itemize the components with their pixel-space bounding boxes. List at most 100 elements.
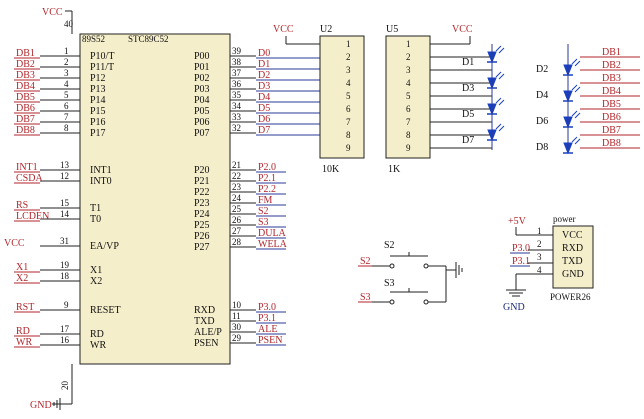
mcu-left-pin-number: 19 [60,260,70,270]
mcu-right-net-label: P2.0 [258,162,276,173]
mcu-left-net-label: X1 [16,262,28,273]
switch-s2-ref: S2 [384,240,395,251]
u5-pin-number: 6 [406,104,411,114]
mcu-right-pin-number: 36 [232,79,242,89]
mcu-right-pin-number: 26 [232,215,242,225]
u2-pin-number: 9 [346,143,351,153]
mcu-right-pin-number: 23 [232,182,242,192]
led-right-d6 [563,110,581,129]
mcu-left-pin-name: X2 [90,276,102,287]
mcu-left-pin-name: P17 [90,128,106,139]
mcu-right-net-label: PSEN [258,335,282,346]
mcu-right-pin-number: 38 [232,57,242,67]
mcu-left-pin-name: RD [90,329,104,340]
switch-s3-ref: S3 [384,278,395,289]
led-net-label: DB8 [602,138,621,149]
mcu-right-net-label: S2 [258,206,269,217]
mcu-right-pin-name: P00 [194,51,210,62]
mcu-right-pin-name: P02 [194,73,210,84]
mcu-part-label: 89S52 [82,34,105,44]
led-left-d1 [487,45,505,64]
switch-s3-net: S3 [360,292,371,303]
mcu-left-pin-name: INT1 [90,165,112,176]
led-net-label: DB4 [602,86,621,97]
mcu-right-net-label: DULA [258,228,287,239]
power-pin-number: 2 [537,239,542,249]
mcu-right-net-label: P3.1 [258,313,276,324]
mcu-right-pin-number: 30 [232,322,242,332]
mcu-left-pin-number: 9 [64,300,69,310]
power-pin-net: P3.1 [512,256,530,267]
u5-value: 1K [388,164,401,175]
mcu-right-pin-number: 11 [232,311,241,321]
mcu-right-net-label: D4 [258,92,270,103]
mcu-right-pin-number: 33 [232,112,242,122]
power-gnd-label: GND [503,302,525,313]
mcu-right-pin-name: P01 [194,62,210,73]
mcu-right-pin-number: 39 [232,46,242,56]
mcu-left-pin-number: 12 [60,171,69,181]
mcu-left-pin-name: P10/T [90,51,114,62]
power-pin-name: VCC [562,230,583,241]
u2-pin-number: 6 [346,104,351,114]
mcu-left-pin-number: 18 [60,271,70,281]
led-right-label: D6 [536,116,548,127]
power-pin-number: 3 [537,252,542,262]
led-ray [571,136,578,143]
mcu-right-pin-name: P05 [194,106,210,117]
mcu-right-pin-number: 21 [232,160,241,170]
led-ray [571,110,578,117]
led-ray [574,138,581,145]
mcu-left-net-label: DB6 [16,103,35,114]
u2-ref: U2 [320,24,332,35]
mcu-right-net-label: D2 [258,70,270,81]
mcu-left-pin-number: 7 [64,112,69,122]
switch-s2-contact-right [423,263,429,269]
mcu-left-pin-name: X1 [90,265,102,276]
u5-pin-number: 7 [406,117,411,127]
mcu-left-pin-name: P15 [90,106,106,117]
mcu-right-pin-number: 24 [232,193,242,203]
mcu-left-pin-number: 17 [60,324,70,334]
mcu-body [79,33,231,365]
mcu-right-pin-name: P03 [194,84,210,95]
mcu-left-pin-number: 16 [60,335,70,345]
mcu-right-pin-number: 22 [232,171,241,181]
power-header-body [552,225,594,289]
led-left-label: D7 [462,135,474,146]
mcu-right-pin-number: 29 [232,333,242,343]
led-ray [574,112,581,119]
mcu-right-pin-name: P24 [194,209,210,220]
u5-body [385,35,431,159]
mcu-right-net-label: P3.0 [258,302,276,313]
mcu-left-net-label: LCDEN [16,211,49,222]
mcu-left-net-label: X2 [16,273,28,284]
mcu-left-net-label: DB7 [16,114,35,125]
led-left-label: D3 [462,83,474,94]
led-net-label: DB7 [602,125,621,136]
mcu-left-net-label: CSDA [16,173,43,184]
mcu-left-net-label: DB2 [16,59,35,70]
mcu-left-pin-number: 15 [60,198,70,208]
mcu-left-pin-number: 1 [64,46,69,56]
led-right-d4 [563,84,581,103]
mcu-left-net-label: RD [16,326,30,337]
u2-vcc-label: VCC [273,24,294,35]
mcu-left-net-label: VCC [4,238,25,249]
mcu-left-net-label: INT1 [16,162,38,173]
led-ray [574,60,581,67]
led-ray [498,73,505,80]
mcu-left-net-label: DB4 [16,81,35,92]
u5-ref: U5 [386,24,398,35]
mcu-right-net-label: D5 [258,103,270,114]
mcu-right-net-label: P2.2 [258,184,276,195]
mcu-right-net-label: D0 [258,48,270,59]
mcu-left-pin-name: P11/T [90,62,114,73]
u2-pin-number: 3 [346,65,351,75]
power-title: power [553,214,576,224]
mcu-left-net-label: RST [16,302,34,313]
led-right-label: D8 [536,142,548,153]
